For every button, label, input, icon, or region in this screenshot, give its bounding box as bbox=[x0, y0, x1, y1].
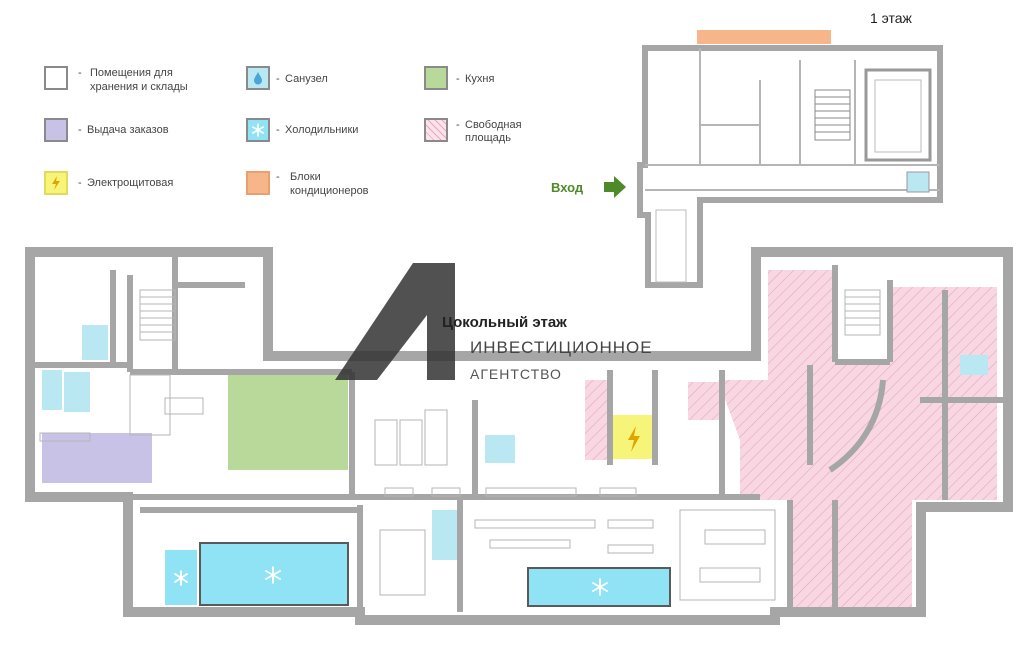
agency-name: ИНВЕСТИЦИОННОЕ bbox=[470, 338, 653, 357]
bathroom-2 bbox=[64, 372, 90, 412]
legend-label-kitchen: Кухня bbox=[465, 73, 495, 85]
lightning-icon bbox=[52, 176, 60, 190]
ac-units-block bbox=[697, 30, 831, 44]
entry-arrow-icon bbox=[604, 176, 626, 198]
legend-label-ac-line2: кондиционеров bbox=[290, 185, 369, 197]
legend-swatch-fridges bbox=[246, 118, 270, 142]
bathroom-1 bbox=[42, 370, 62, 410]
bathroom-4 bbox=[485, 435, 515, 463]
legend-swatch-bathroom bbox=[246, 66, 270, 90]
free-area-corner bbox=[688, 382, 720, 420]
agency-logo-icon bbox=[335, 263, 455, 380]
legend-swatch-electric bbox=[44, 171, 68, 195]
interior-walls bbox=[35, 255, 1005, 612]
bathroom-3 bbox=[82, 325, 108, 360]
free-area-main bbox=[718, 270, 997, 607]
legend-label-storage-line1: Помещения для bbox=[90, 67, 173, 79]
first-floor-stairs bbox=[814, 89, 851, 141]
legend-swatch-ac bbox=[246, 171, 270, 195]
first-floor-shaft bbox=[864, 68, 932, 162]
basement-title: Цокольный этаж bbox=[442, 314, 567, 331]
snowflake-icon bbox=[265, 566, 281, 584]
water-drop-icon bbox=[254, 72, 262, 85]
agency-sub: АГЕНТСТВО bbox=[470, 366, 562, 382]
first-floor-title: 1 этаж bbox=[870, 10, 912, 26]
basement-outer-wall bbox=[25, 247, 1013, 625]
legend-swatch-storage bbox=[44, 66, 68, 90]
bathroom-6 bbox=[960, 355, 988, 375]
lightning-icon bbox=[628, 426, 640, 452]
snowflake-icon bbox=[174, 570, 188, 586]
first-floor-plan bbox=[637, 30, 943, 288]
legend-swatch-orders bbox=[44, 118, 68, 142]
legend-label-free-line2: площадь bbox=[465, 132, 511, 144]
legend-label-free-line1: Свободная bbox=[465, 119, 522, 131]
basement-plan bbox=[25, 247, 1013, 625]
shelving bbox=[39, 289, 881, 601]
legend-swatch-free bbox=[424, 118, 448, 142]
legend-label-ac-line1: Блоки bbox=[290, 171, 321, 183]
snowflake-icon bbox=[592, 578, 608, 596]
kitchen-area bbox=[228, 375, 348, 470]
legend-label-storage-line2: хранения и склады bbox=[90, 81, 188, 93]
legend-swatch-kitchen bbox=[424, 66, 448, 90]
legend-label-orders: Выдача заказов bbox=[87, 124, 169, 136]
entry-label: Вход bbox=[551, 180, 584, 195]
legend-label-fridges: Холодильники bbox=[285, 124, 359, 136]
legend-label-bathroom: Санузел bbox=[285, 73, 328, 85]
snowflake-icon bbox=[251, 123, 264, 137]
first-floor-bathroom bbox=[906, 171, 930, 193]
legend-label-electric: Электрощитовая bbox=[87, 177, 174, 189]
